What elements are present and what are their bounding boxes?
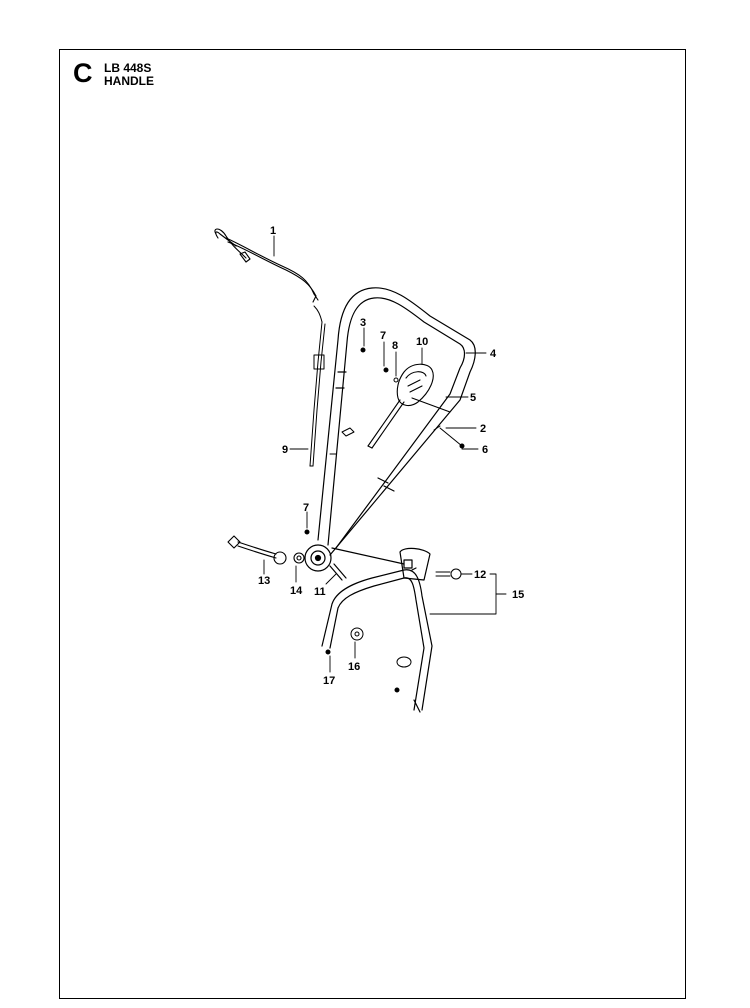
callout-13: 13 (258, 575, 270, 587)
callout-labels: 1 2 3 4 5 6 7 7 8 9 10 11 12 13 14 15 16… (258, 225, 524, 687)
leader-lines (263, 235, 507, 673)
page-title: HANDLE (104, 74, 154, 88)
callout-5: 5 (470, 392, 476, 404)
callout-4: 4 (490, 348, 497, 360)
callout-6: 6 (482, 444, 488, 456)
part-bolts (325, 568, 462, 693)
callout-2: 2 (480, 423, 486, 435)
page-frame (59, 49, 686, 999)
callout-10: 10 (416, 336, 428, 348)
part-lower-frame (321, 547, 433, 713)
callout-16: 16 (348, 661, 360, 673)
part-upper-handle (317, 287, 476, 556)
callout-12: 12 (474, 569, 486, 581)
callout-15: 15 (512, 589, 524, 601)
page-header: LB 448S HANDLE (104, 62, 154, 88)
callout-7-top: 7 (380, 330, 386, 342)
section-letter: C (73, 58, 93, 88)
callout-3: 3 (360, 317, 366, 329)
part-throttle-cable (214, 228, 319, 303)
callout-17: 17 (323, 675, 335, 687)
callout-9: 9 (282, 444, 288, 456)
part-fasteners (304, 347, 465, 535)
callout-14: 14 (290, 585, 303, 597)
callout-1: 1 (270, 225, 276, 237)
callout-8: 8 (392, 340, 398, 352)
part-control-switch (367, 363, 451, 449)
part-pivot-hub (304, 544, 405, 581)
model-name: LB 448S (104, 61, 152, 75)
callout-7-bottom: 7 (303, 502, 309, 514)
callout-11: 11 (314, 586, 326, 598)
part-cable (309, 305, 326, 467)
part-knob (227, 535, 305, 565)
